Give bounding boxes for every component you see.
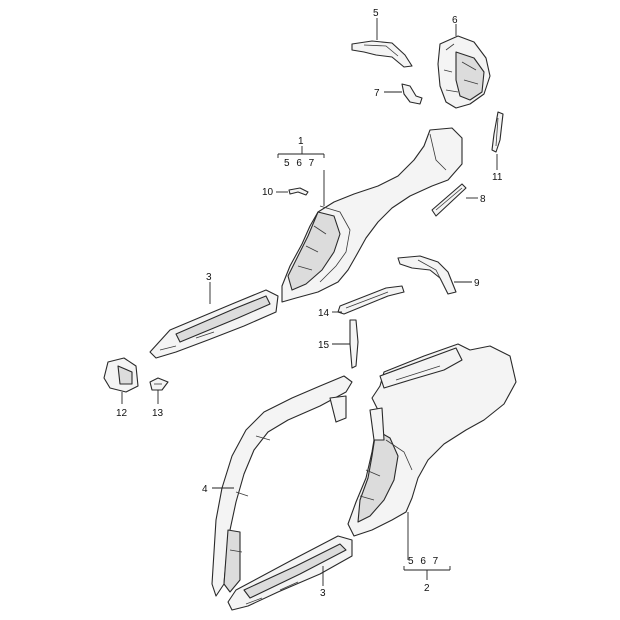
leader-lines	[121, 18, 498, 586]
part-11-strip	[491, 111, 504, 153]
part-15-seal	[349, 319, 359, 369]
part-1-rear-quarter-panel	[281, 127, 463, 303]
callout-13: 13	[152, 408, 164, 419]
callout-11: 11	[492, 172, 503, 183]
part-13-plug	[149, 377, 169, 391]
callout-10: 10	[262, 187, 274, 198]
callout-7: 7	[374, 88, 380, 99]
part-12-bracket	[103, 357, 139, 393]
callout-1-sub: 5 6 7	[284, 158, 316, 169]
part-5-bracket	[351, 40, 413, 68]
callout-8: 8	[480, 194, 486, 205]
part-6-wheel-housing	[437, 35, 491, 109]
callout-5: 5	[373, 8, 379, 19]
callout-2-sub: 5 6 7	[408, 556, 440, 567]
part-10-clip	[288, 187, 309, 196]
part-7-clip	[401, 83, 423, 105]
callout-14: 14	[318, 308, 330, 319]
callout-9: 9	[474, 278, 480, 289]
callout-2: 2	[424, 583, 430, 594]
part-3-side-sill-lower	[227, 535, 353, 611]
callout-4: 4	[202, 484, 208, 495]
callout-12: 12	[116, 408, 128, 419]
part-8-seal-strip	[431, 183, 467, 217]
part-9-bracket	[397, 255, 457, 295]
part-2-side-panel-assembly	[347, 343, 517, 537]
callout-1: 1	[298, 136, 304, 147]
part-14-strip	[337, 285, 405, 315]
callout-15: 15	[318, 340, 330, 351]
part-4-side-frame	[211, 375, 353, 597]
callout-3-upper: 3	[206, 272, 212, 283]
callout-3-lower: 3	[320, 588, 326, 599]
part-3-side-sill-upper	[149, 289, 279, 359]
callout-6: 6	[452, 15, 458, 26]
